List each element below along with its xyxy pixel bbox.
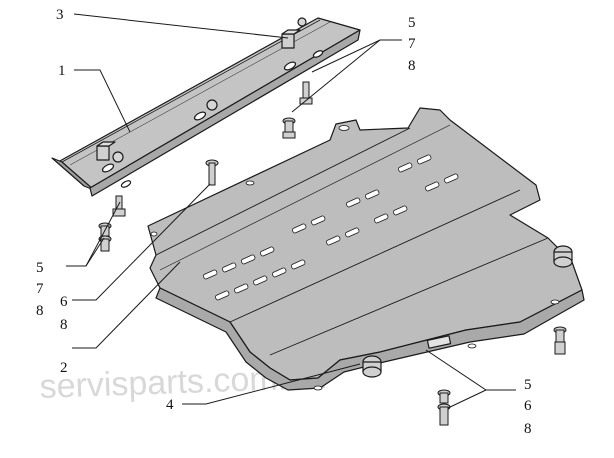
bracket-slot (312, 50, 324, 58)
plate-nut (362, 355, 382, 378)
skid-plate-part-2 (147, 107, 585, 391)
plate-mount-tab (426, 335, 452, 349)
callout-group-top-right-c: 8 (408, 58, 416, 74)
bracket-slot (283, 61, 297, 71)
bracket-slot (120, 180, 132, 188)
bracket-slot (193, 111, 207, 121)
bracket-bolt-head (112, 151, 124, 163)
callout-labels: 3 1 5 7 8 5 7 8 6 8 2 4 5 6 8 (36, 7, 532, 437)
bracket-part-1 (51, 17, 361, 197)
callout-group-bottom-right-a: 5 (524, 377, 532, 393)
bolt-stack-top-right (282, 117, 296, 139)
callout-group-left-b: 7 (36, 281, 44, 297)
bracket-slot (101, 163, 115, 173)
bracket-bolt-head (297, 17, 307, 27)
callout-group-left-c: 8 (36, 303, 44, 319)
plate-slots (150, 125, 560, 391)
plate-front-bend (155, 287, 585, 391)
bracket-bolt (112, 195, 126, 217)
callout-2: 2 (60, 360, 68, 376)
callout-1: 1 (58, 63, 66, 79)
plate-top-face (147, 107, 583, 381)
bracket-side-face (89, 29, 361, 197)
callout-group-mid-left-a: 6 (60, 294, 68, 310)
bolt-stack-bottom (437, 389, 451, 426)
leader-lines (66, 13, 516, 409)
bracket-nut (96, 141, 116, 161)
plate-nut (553, 245, 573, 268)
bolt-part-6 (205, 159, 219, 186)
bolt-stack-right (553, 326, 567, 355)
bolt-stack-left (98, 222, 112, 252)
callout-group-bottom-right-b: 6 (524, 398, 532, 414)
callout-group-left-a: 5 (36, 260, 44, 276)
callout-group-bottom-right-c: 8 (524, 421, 532, 437)
callout-group-mid-left-b: 8 (60, 317, 68, 333)
callout-group-top-right-a: 5 (408, 15, 416, 31)
callout-4: 4 (166, 397, 174, 413)
callout-group-top-right-b: 7 (408, 36, 416, 52)
bracket-bolt-head (206, 99, 218, 111)
callout-3: 3 (56, 7, 64, 23)
